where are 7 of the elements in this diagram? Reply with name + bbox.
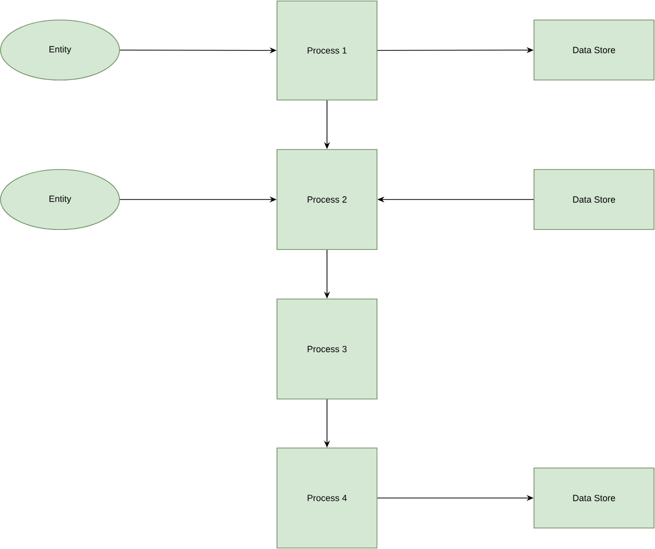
process-box: Process 2 <box>276 149 378 250</box>
process-box: Process 3 <box>276 298 378 400</box>
data-store-box: Data Store <box>534 20 654 80</box>
data-store-box: Data Store <box>534 169 654 230</box>
process-box: Process 4 <box>276 448 378 548</box>
data-store-box: Data Store <box>534 468 654 528</box>
process-box: Process 1 <box>276 0 378 100</box>
